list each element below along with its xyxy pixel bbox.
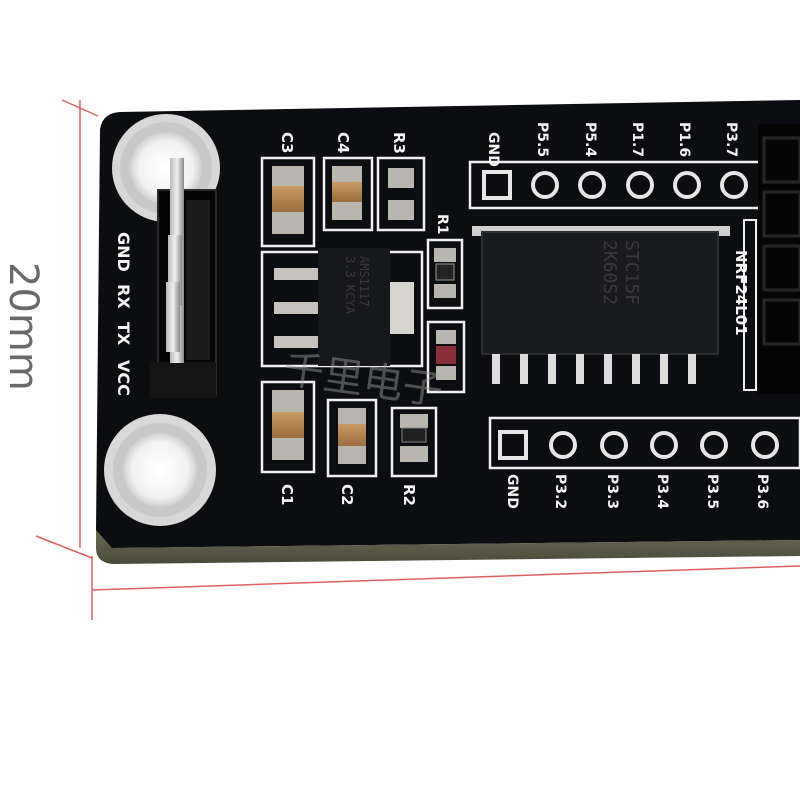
label-c3: C3 <box>278 132 296 153</box>
pad-square <box>498 430 528 460</box>
pad <box>549 431 577 459</box>
resistor-r3: R3 <box>376 132 426 232</box>
pad <box>531 171 559 199</box>
bottom-header: GND P3.2 P3.3 P3.4 P3.5 P3.6 <box>488 416 800 509</box>
top-pin-label-5: P3.7 <box>723 122 739 157</box>
status-led <box>426 320 466 394</box>
uart-label-tx: TX <box>114 322 133 346</box>
regulator-marking: AMS1117 <box>357 256 371 307</box>
pad <box>626 171 654 199</box>
bottom-pin-label-3: P3.4 <box>654 474 670 509</box>
bottom-pin-label-1: P3.2 <box>552 474 568 509</box>
voltage-regulator: AMS1117 3.3 KCYA <box>260 248 424 368</box>
microcontroller: STC15F 2K60S2 <box>472 226 730 384</box>
regulator-marking-2: 3.3 KCYA <box>343 256 357 315</box>
nrf-socket: NRF24L01 <box>732 124 800 394</box>
top-pin-label-0: GND <box>485 132 501 167</box>
capacitor-c2: C2 <box>326 398 378 505</box>
bottom-pin-label-2: P3.3 <box>604 474 620 509</box>
uart-label-vcc: VCC <box>114 360 133 396</box>
pad <box>720 171 748 199</box>
resistor-r2: R2 <box>390 406 438 506</box>
resistor-r1: R1 <box>426 214 464 310</box>
pad <box>700 431 728 459</box>
dimension-label: 20mm <box>0 262 46 391</box>
label-r3: R3 <box>390 132 408 154</box>
pad <box>751 431 779 459</box>
pcb-edge <box>96 530 800 564</box>
pad <box>650 431 678 459</box>
uart-labels: GND RX TX VCC <box>114 232 133 396</box>
capacitor-c4: C4 <box>322 132 374 232</box>
module-label: NRF24L01 <box>732 250 750 336</box>
label-c1: C1 <box>278 484 296 505</box>
top-pin-label-4: P1.6 <box>676 122 692 157</box>
label-r1: R1 <box>434 214 450 235</box>
dimension-markers: 20mm <box>0 99 800 620</box>
pad-square <box>482 170 512 200</box>
top-header: GND P5.5 P5.4 P1.7 P1.6 P3.7 <box>468 122 800 210</box>
capacitor-c1: C1 <box>260 380 316 505</box>
uart-header <box>150 158 217 398</box>
uart-label-rx: RX <box>114 284 133 309</box>
pad <box>673 171 701 199</box>
bottom-pin-label-0: GND <box>504 474 520 509</box>
label-r2: R2 <box>400 484 418 506</box>
top-pin-label-3: P1.7 <box>629 122 645 157</box>
pad <box>600 431 628 459</box>
capacitor-c3: C3 <box>260 132 316 248</box>
label-c2: C2 <box>338 484 356 505</box>
mcu-marking-2: 2K60S2 <box>599 240 620 305</box>
bottom-pin-label-5: P3.6 <box>754 474 770 509</box>
bottom-pin-label-4: P3.5 <box>704 474 720 509</box>
header-pin <box>166 282 180 352</box>
mcu-marking-1: STC15F <box>621 240 642 305</box>
uart-label-gnd: GND <box>114 232 133 272</box>
top-pin-label-1: P5.5 <box>534 122 550 157</box>
top-pin-label-2: P5.4 <box>582 122 598 157</box>
mcu-leads <box>492 354 696 384</box>
label-c4: C4 <box>334 132 352 153</box>
pad <box>578 171 606 199</box>
